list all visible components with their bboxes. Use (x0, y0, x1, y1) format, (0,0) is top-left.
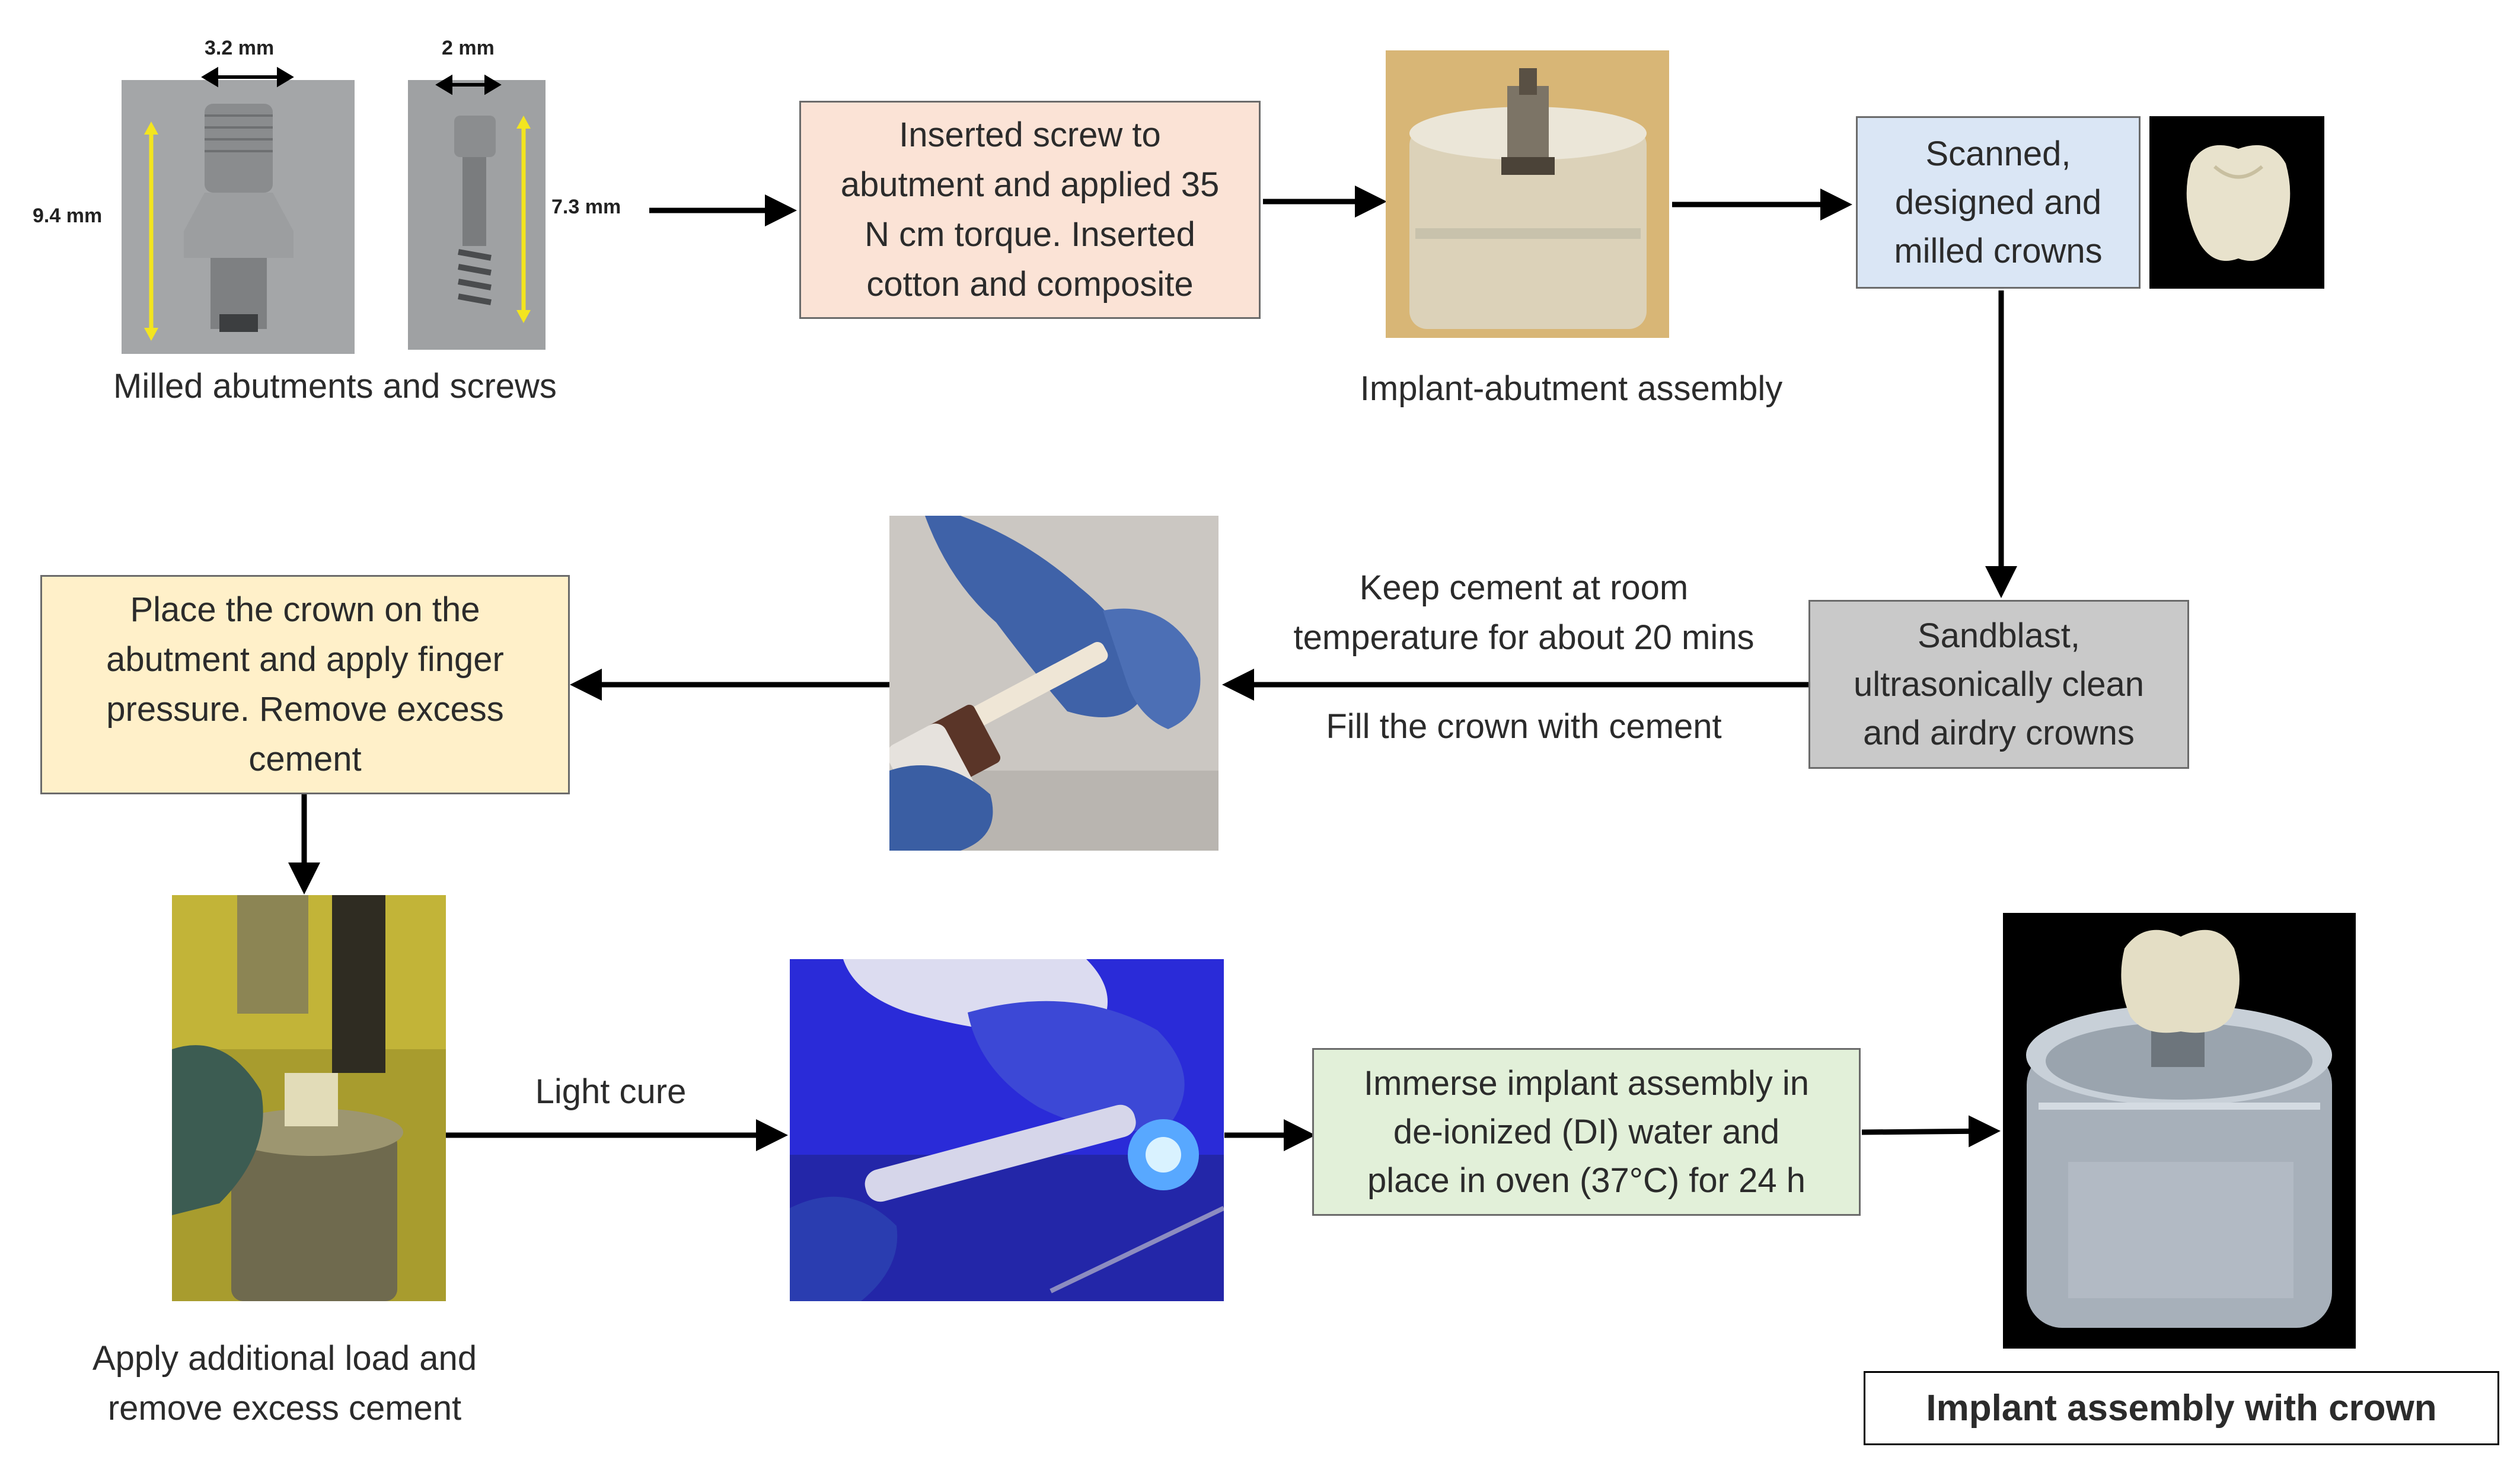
immerse-text: Immerse implant assembly in de-ionized (… (1364, 1063, 1809, 1200)
light-cure-label: Light cure (535, 1072, 687, 1111)
dimension-arrows (201, 66, 502, 95)
light-cure-photo (790, 959, 1224, 1301)
scan-design-mill-step: Scanned, designed and milled crowns (1856, 116, 2141, 289)
screw-torque-step: Inserted screw to abutment and applied 3… (799, 101, 1261, 319)
immerse-step: Immerse implant assembly in de-ionized (… (1312, 1048, 1861, 1216)
load-caption: Apply additional load and remove excess … (92, 1339, 477, 1427)
final-caption-text: Implant assembly with crown (1926, 1387, 2437, 1429)
screw-height-label: 7.3 mm (551, 196, 621, 218)
place-crown-text: Place the crown on the abutment and appl… (106, 590, 504, 778)
load-application-photo (172, 895, 446, 1301)
final-caption-box: Implant assembly with crown (1864, 1371, 2499, 1445)
crown-photo (2149, 116, 2324, 289)
screw-torque-text: Inserted screw to abutment and applied 3… (840, 116, 1220, 304)
arrow-immerse-to-final (1861, 1115, 2001, 1148)
abutment-photo (122, 80, 355, 354)
screw-width-label: 2 mm (442, 37, 495, 59)
assembly-caption: Implant-abutment assembly (1360, 369, 1783, 408)
implant-abutment-assembly-photo (1386, 50, 1669, 338)
abutment-height-label: 9.4 mm (33, 205, 103, 227)
final-assembly-photo (2003, 913, 2356, 1349)
place-crown-step: Place the crown on the abutment and appl… (40, 575, 570, 794)
sandblast-step: Sandblast, ultrasonically clean and aird… (1808, 600, 2189, 769)
fill-crown-label: Fill the crown with cement (1326, 707, 1722, 746)
abutments-caption: Milled abutments and screws (113, 367, 557, 405)
cement-filling-photo (889, 516, 1218, 851)
screw-photo (408, 80, 546, 350)
sandblast-text: Sandblast, ultrasonically clean and aird… (1853, 616, 2145, 752)
scan-design-mill-text: Scanned, designed and milled crowns (1894, 134, 2103, 270)
cement-room-temp-label: Keep cement at room temperature for abou… (1293, 568, 1755, 657)
abutment-width-label: 3.2 mm (205, 37, 275, 59)
